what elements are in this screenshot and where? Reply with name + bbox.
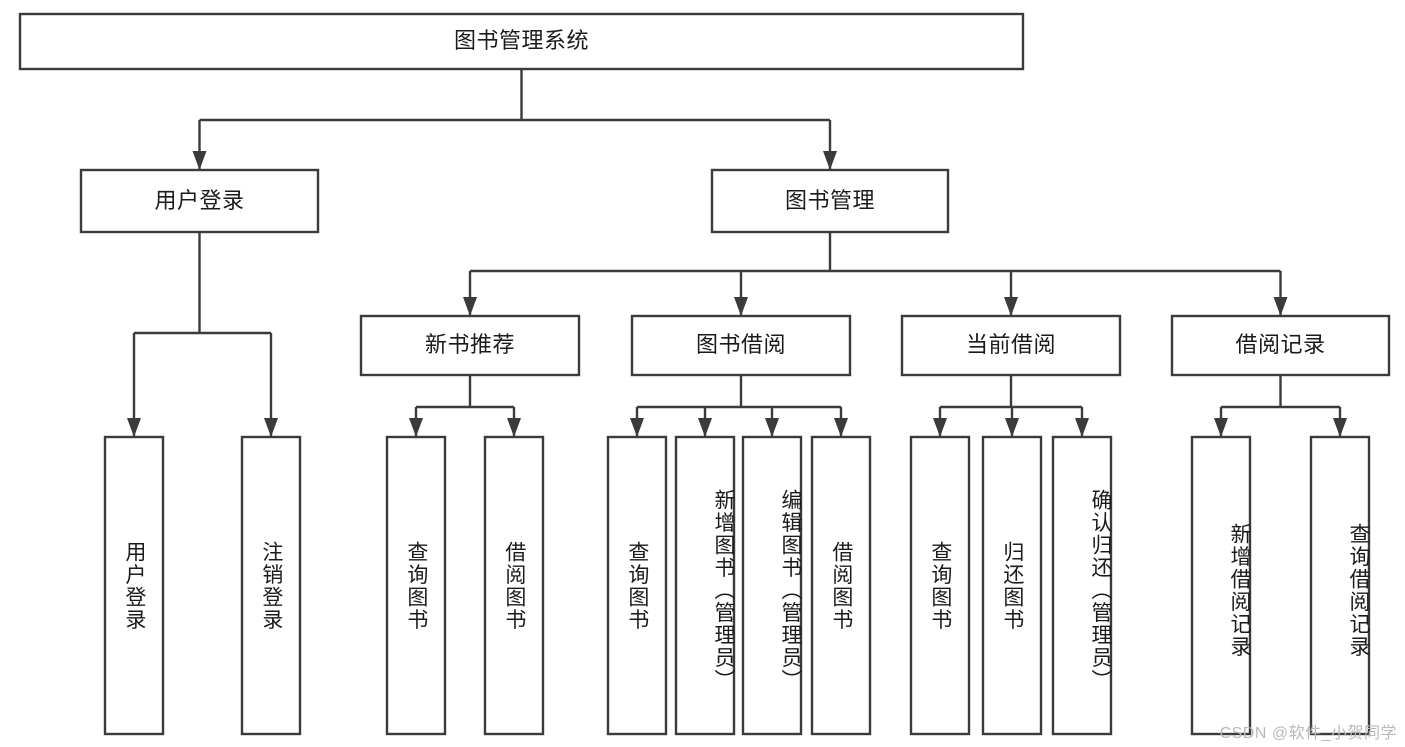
borrow-record-leaf-arrow-1 bbox=[1333, 418, 1347, 437]
node-box-root[interactable] bbox=[18, 12, 1025, 71]
borrow-record-leaf-arrow-0 bbox=[1214, 418, 1228, 437]
root-arrow-1 bbox=[823, 151, 837, 170]
node-box-leaf-query-book-borrow[interactable] bbox=[606, 435, 668, 736]
node-box-leaf-query-book-recommend[interactable] bbox=[385, 435, 447, 736]
node-box-leaf-query-borrow-record[interactable] bbox=[1309, 435, 1371, 736]
node-box-leaf-add-borrow-record[interactable] bbox=[1190, 435, 1252, 736]
node-box-borrow-record[interactable] bbox=[1170, 314, 1391, 377]
node-box-leaf-borrow-book-recommend[interactable] bbox=[483, 435, 545, 736]
book-management-arrow-0 bbox=[463, 297, 477, 316]
watermark-text: CSDN @软件_小贺同学 bbox=[1219, 725, 1397, 742]
current-borrow-leaf-arrow-1 bbox=[1005, 418, 1019, 437]
node-box-leaf-edit-book-admin[interactable] bbox=[741, 435, 803, 736]
node-box-leaf-logout-login[interactable] bbox=[240, 435, 302, 736]
user-login-leaf-arrow-0 bbox=[127, 418, 141, 437]
node-box-new-book-recommend[interactable] bbox=[359, 314, 581, 377]
node-box-leaf-borrow-book[interactable] bbox=[810, 435, 872, 736]
node-box-leaf-add-book-admin[interactable] bbox=[674, 435, 736, 736]
node-box-leaf-return-book[interactable] bbox=[981, 435, 1043, 736]
book-borrow-leaf-arrow-2 bbox=[765, 418, 779, 437]
connector-layer bbox=[127, 69, 1347, 437]
book-borrow-leaf-arrow-0 bbox=[630, 418, 644, 437]
current-borrow-leaf-arrow-2 bbox=[1075, 418, 1089, 437]
book-management-arrow-3 bbox=[1273, 297, 1288, 316]
root-arrow-0 bbox=[192, 151, 207, 170]
current-borrow-leaf-arrow-0 bbox=[933, 418, 947, 437]
node-box-leaf-query-book-current[interactable] bbox=[909, 435, 971, 736]
node-box-book-borrow[interactable] bbox=[630, 314, 852, 377]
node-box-layer bbox=[18, 12, 1391, 736]
node-box-book-management[interactable] bbox=[710, 168, 950, 234]
user-login-leaf-arrow-1 bbox=[264, 418, 278, 437]
node-box-current-borrow[interactable] bbox=[900, 314, 1122, 377]
book-borrow-leaf-arrow-3 bbox=[834, 418, 848, 437]
new-book-recommend-leaf-arrow-0 bbox=[409, 418, 423, 437]
book-management-arrow-1 bbox=[734, 297, 748, 316]
new-book-recommend-leaf-arrow-1 bbox=[507, 418, 521, 437]
node-box-leaf-confirm-return-admin[interactable] bbox=[1051, 435, 1113, 736]
node-box-user-login[interactable] bbox=[79, 168, 320, 234]
book-borrow-leaf-arrow-1 bbox=[698, 418, 712, 437]
node-box-leaf-user-login[interactable] bbox=[103, 435, 165, 736]
book-management-arrow-2 bbox=[1004, 297, 1018, 316]
